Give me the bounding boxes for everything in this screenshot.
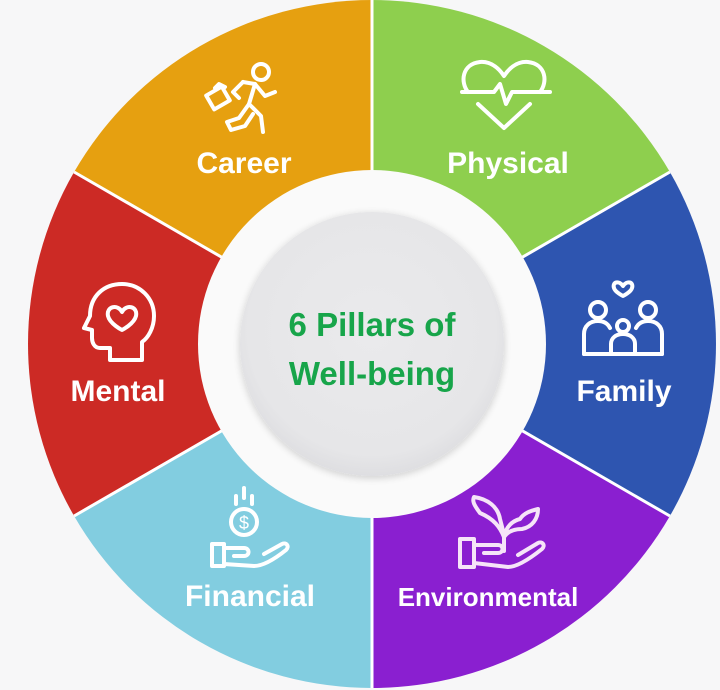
- pillar-environmental[interactable]: Environmental: [398, 495, 579, 612]
- pillar-mental[interactable]: Mental: [70, 282, 166, 408]
- pillar-financial-label: Financial: [185, 580, 315, 613]
- family-icon: [582, 280, 664, 356]
- pillar-physical[interactable]: Physical: [447, 59, 569, 180]
- head-with-heart-icon: [82, 282, 156, 362]
- plant-in-hand-icon: [458, 495, 546, 569]
- center-title-line2: Well-being: [289, 355, 455, 392]
- pillar-mental-label: Mental: [70, 375, 165, 408]
- pillar-physical-label: Physical: [447, 147, 569, 180]
- pillar-career[interactable]: Career: [196, 62, 292, 180]
- pillar-family[interactable]: Family: [576, 280, 672, 408]
- svg-text:$: $: [239, 513, 249, 533]
- pillar-financial[interactable]: $ Financial: [185, 486, 315, 613]
- money-in-hand-icon: $: [210, 486, 290, 568]
- center-circle: [240, 212, 504, 476]
- center-title-line1: 6 Pillars of: [289, 306, 457, 343]
- pillar-family-label: Family: [576, 375, 671, 408]
- running-person-briefcase-icon: [204, 62, 277, 134]
- pillar-career-label: Career: [196, 147, 291, 180]
- heartbeat-icon: [460, 59, 552, 130]
- pillar-environmental-label: Environmental: [398, 582, 579, 612]
